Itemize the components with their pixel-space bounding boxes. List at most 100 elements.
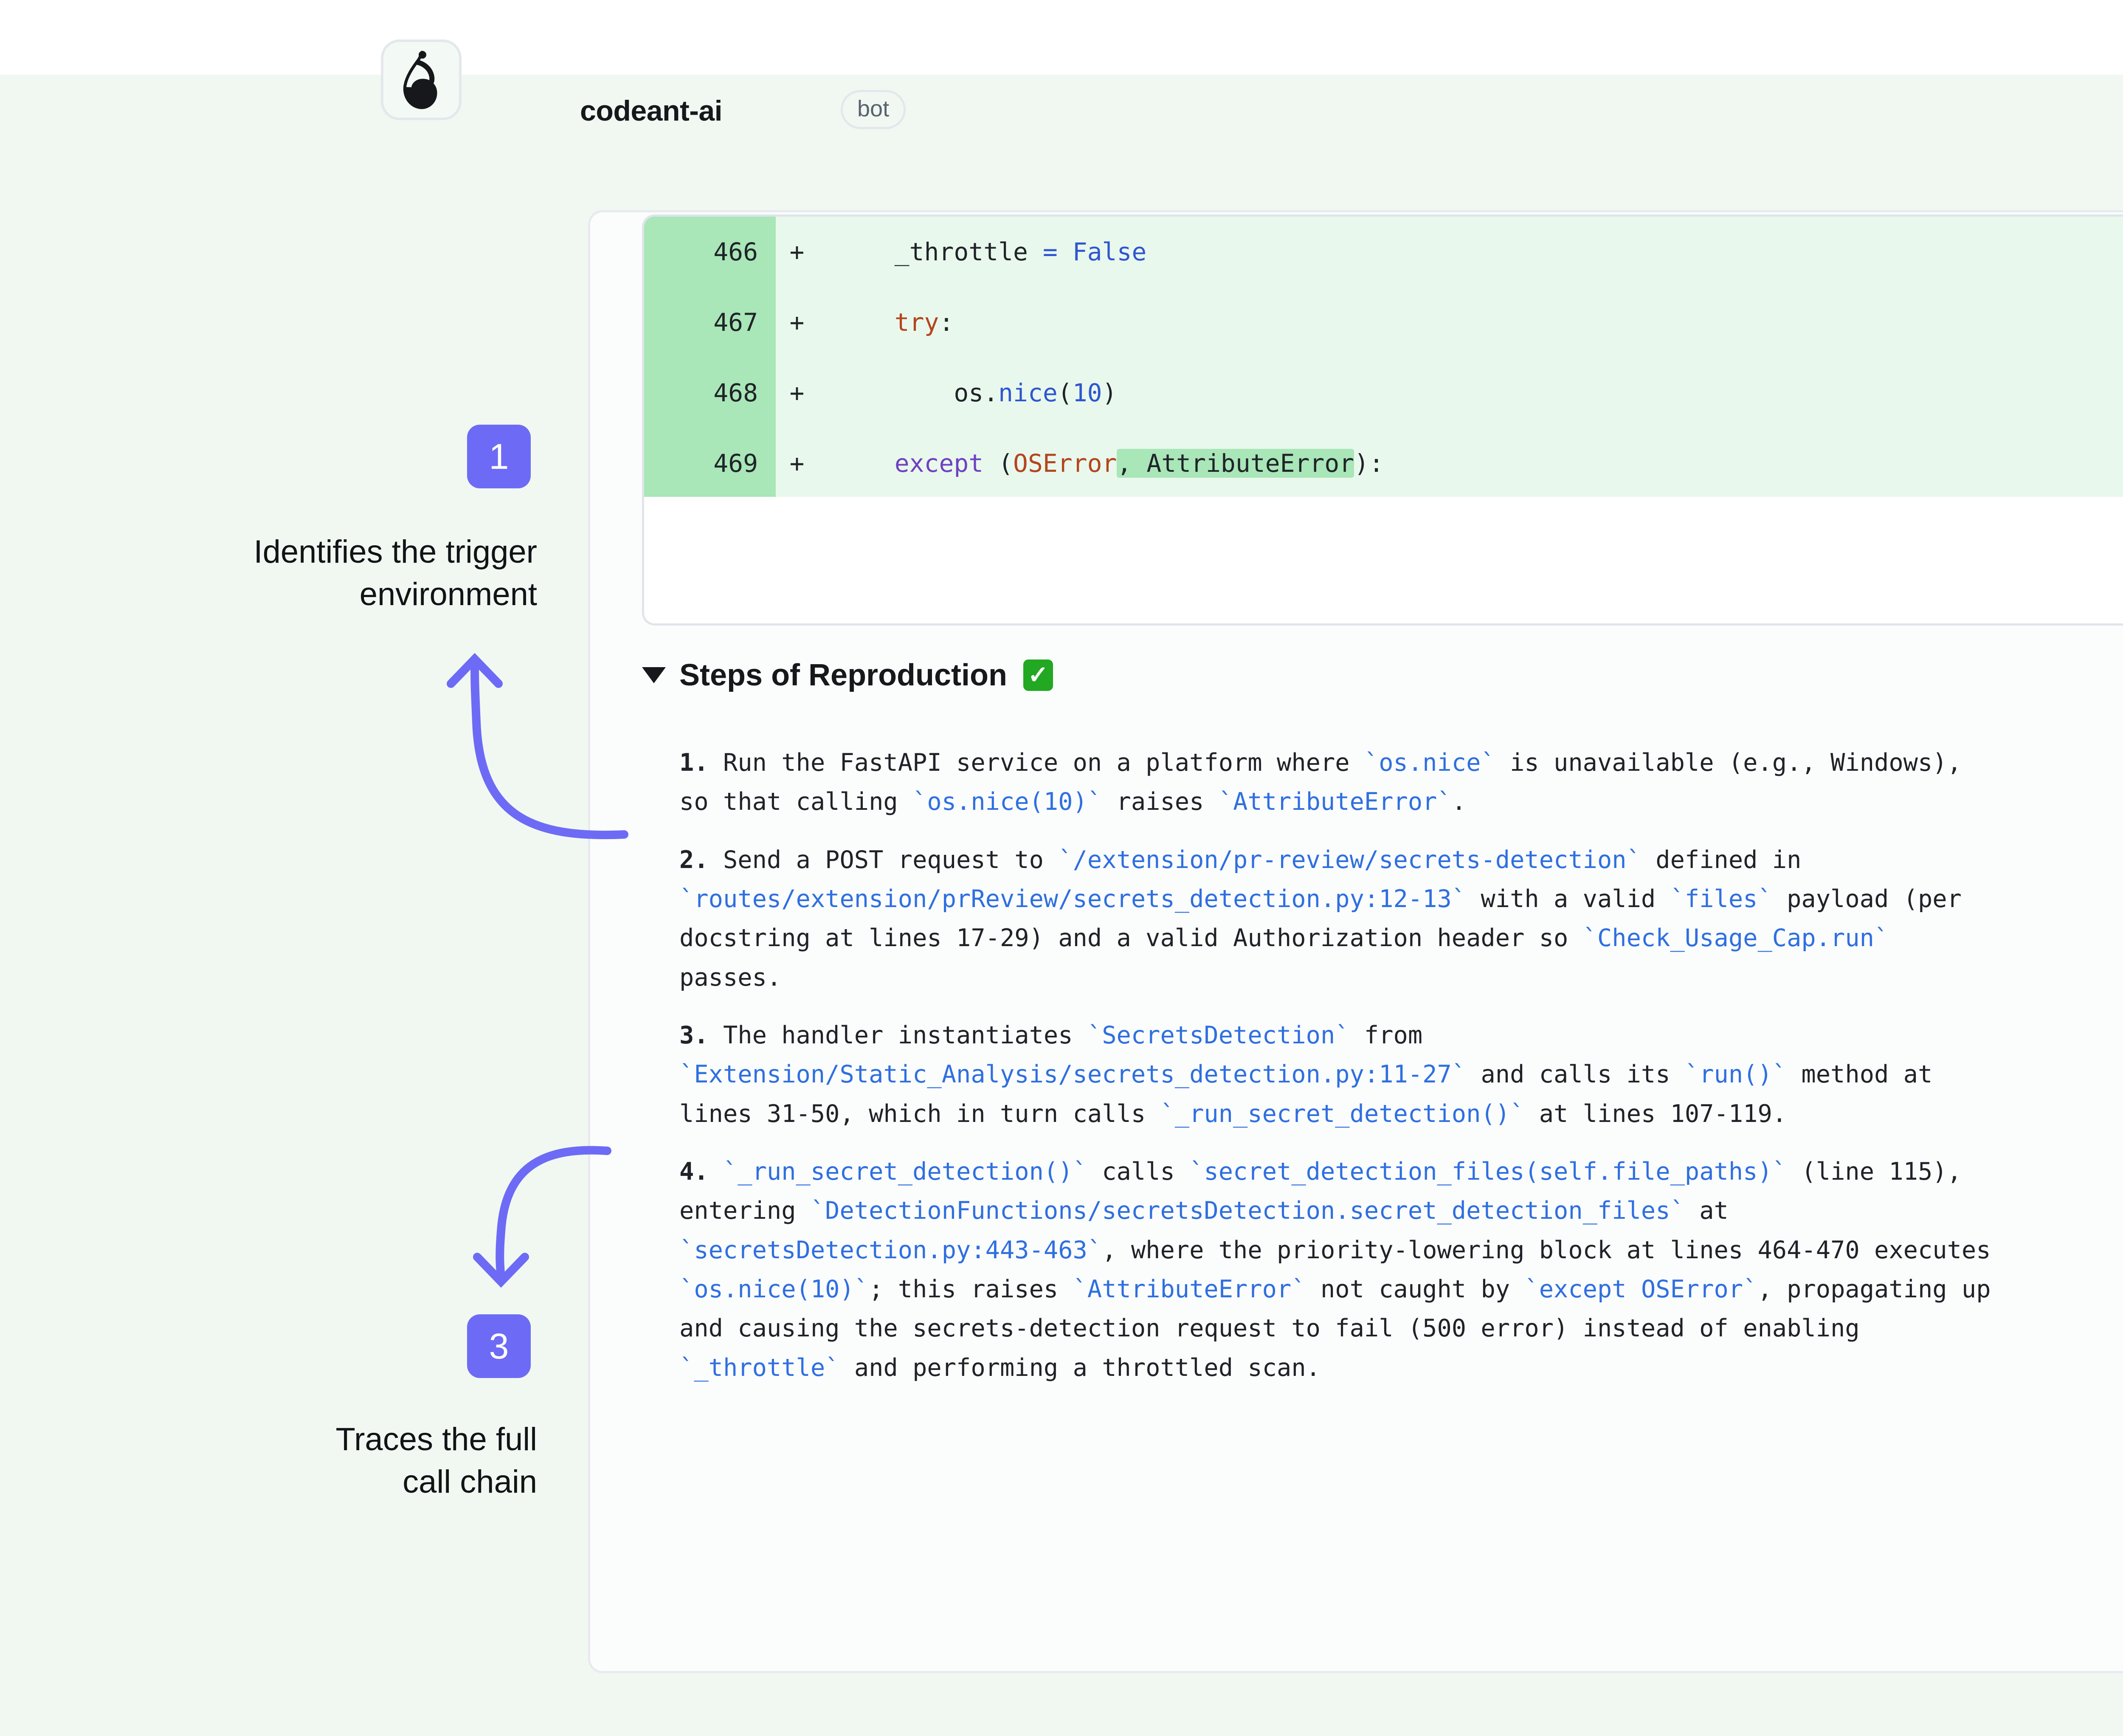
- code-token: , AttributeError: [1117, 449, 1354, 478]
- diff-line-sign: +: [789, 237, 805, 266]
- inline-code-ref: `_run_secret_detection()`: [1160, 1099, 1525, 1128]
- code-token: OSError: [1013, 449, 1117, 478]
- step-text: passes.: [679, 963, 782, 992]
- step-text: entering: [679, 1197, 811, 1225]
- white-check-mark-emoji: ✓: [1023, 659, 1053, 691]
- inline-code-ref: `Check_Usage_Cap.run`: [1582, 924, 1889, 953]
- inline-code-ref: `secret_detection_files(self.file_paths)…: [1189, 1157, 1787, 1186]
- step-text: from: [1349, 1021, 1423, 1049]
- annotation-badge-1: 1: [467, 425, 531, 488]
- diff-line-code: os.nice(10): [818, 358, 2123, 428]
- step-item: 1. Run the FastAPI service on a platform…: [679, 743, 2123, 822]
- inline-code-ref: `os.nice(10)`: [912, 788, 1102, 816]
- steps-heading-label: Steps of Reproduction: [679, 658, 1007, 692]
- codeant-logo-icon: [396, 48, 447, 112]
- diff-line: 468 + os.nice(10): [644, 358, 2123, 428]
- inline-code-ref: `AttributeError`: [1218, 788, 1452, 816]
- step-text: , where the priority-lowering block at l…: [1102, 1236, 1991, 1264]
- code-token: [835, 308, 895, 337]
- step-text: [709, 1158, 723, 1186]
- step-text: lines 31-50, which in turn calls: [679, 1099, 1160, 1128]
- diff-line: 469 + except (OSError, AttributeError):: [644, 428, 2123, 499]
- code-token: =: [1042, 237, 1073, 266]
- code-token: os.: [835, 378, 999, 407]
- inline-code-ref: `DetectionFunctions/secretsDetection.sec…: [810, 1197, 1685, 1225]
- diff-line-sign: +: [789, 378, 805, 407]
- inline-code-ref: `routes/extension/prReview/secrets_detec…: [679, 885, 1467, 913]
- step-text: at lines 107-119.: [1524, 1099, 1787, 1128]
- step-text: ; this raises: [869, 1275, 1073, 1303]
- diff-line: 466 + _throttle = False: [644, 217, 2123, 287]
- diff-line-code: try:: [818, 287, 2123, 358]
- step-text: , propagating up: [1757, 1275, 1991, 1303]
- step-text: so that calling: [679, 788, 913, 816]
- code-token: _throttle: [835, 237, 1043, 266]
- diff-line-sign: +: [789, 449, 805, 478]
- diff-line-number: 469: [644, 428, 776, 499]
- step-text: not caught by: [1306, 1275, 1525, 1303]
- diff-line-number: 467: [644, 287, 776, 358]
- steps-of-reproduction-header[interactable]: Steps of Reproduction ✓: [642, 658, 1053, 693]
- inline-code-ref: `run()`: [1684, 1060, 1787, 1089]
- diff-line-number: 468: [644, 358, 776, 428]
- suggestion-block: 466 + _throttle = False 467 + try: 468 + os.n…: [642, 214, 2123, 626]
- code-token: (: [983, 449, 1014, 478]
- step-text: Send a POST request to: [708, 845, 1059, 874]
- step-text: is unavailable (e.g., Windows),: [1495, 749, 1962, 777]
- step-text: (line 115),: [1787, 1157, 1962, 1186]
- step-text: method at: [1787, 1060, 1933, 1089]
- step-number: 2.: [679, 845, 709, 874]
- step-text: payload (per: [1772, 885, 1962, 913]
- step-text: and performing a throttled scan.: [839, 1353, 1321, 1382]
- annotation-badge-3: 3: [467, 1314, 531, 1378]
- steps-list: 1. Run the FastAPI service on a platform…: [679, 743, 2123, 1406]
- arrow-1-head: [447, 653, 503, 688]
- step-text: and causing the secrets-detection reques…: [679, 1314, 1860, 1343]
- step-text: calls: [1087, 1157, 1190, 1186]
- step-item: 4. `_run_secret_detection()` calls `secr…: [679, 1152, 2123, 1387]
- triangle-down-icon[interactable]: [642, 667, 666, 683]
- step-text: The handler instantiates: [708, 1021, 1087, 1049]
- diff-line-number: 466: [644, 217, 776, 287]
- code-token: ): [1102, 378, 1117, 407]
- step-text: raises: [1102, 788, 1219, 816]
- diff-line: 467 + try:: [644, 287, 2123, 358]
- diff-line-sign: +: [789, 308, 805, 337]
- inline-code-ref: `os.nice`: [1364, 749, 1495, 777]
- inline-code-ref: `_throttle`: [679, 1353, 840, 1382]
- inline-code-ref: `os.nice(10)`: [679, 1275, 869, 1303]
- step-number: 4.: [679, 1157, 709, 1186]
- author-name[interactable]: codeant-ai: [580, 95, 723, 127]
- step-item: 3. The handler instantiates `SecretsDete…: [679, 1016, 2123, 1133]
- code-token: nice: [998, 378, 1058, 407]
- avatar[interactable]: [381, 39, 462, 120]
- code-token: 10: [1072, 378, 1102, 407]
- step-item: 2. Send a POST request to `/extension/pr…: [679, 840, 2123, 997]
- inline-code-ref: `/extension/pr-review/secrets-detection`: [1058, 845, 1641, 874]
- inline-code-ref: `secretsDetection.py:443-463`: [679, 1236, 1102, 1264]
- annotation-caption-3: Traces the full call chain: [335, 1421, 537, 1500]
- inline-code-ref: `Extension/Static_Analysis/secrets_detec…: [679, 1060, 1467, 1089]
- step-text: defined in: [1641, 845, 1802, 874]
- diff-line-code: _throttle = False: [818, 217, 2123, 287]
- code-token: try: [894, 308, 939, 337]
- step-text: Run the FastAPI service on a platform wh…: [708, 749, 1364, 777]
- code-token: (: [1057, 378, 1073, 407]
- code-token: False: [1072, 237, 1147, 266]
- commit-bar: Commit suggestion: [644, 497, 2123, 623]
- step-text: docstring at lines 17-29) and a valid Au…: [679, 924, 1583, 953]
- arrow-3-head: [473, 1253, 529, 1288]
- inline-code-ref: `except OSError`: [1524, 1275, 1758, 1303]
- diff-line-code: except (OSError, AttributeError):: [818, 428, 2123, 499]
- step-text: at: [1684, 1197, 1729, 1225]
- inline-code-ref: `SecretsDetection`: [1087, 1021, 1350, 1049]
- annotation-caption-1: Identifies the trigger environment: [253, 534, 538, 613]
- diff-table: 466 + _throttle = False 467 + try: 468 + os.n…: [644, 217, 2123, 499]
- inline-code-ref: `AttributeError`: [1073, 1275, 1306, 1303]
- code-token: :: [939, 308, 954, 337]
- inline-code-ref: `files`: [1670, 885, 1772, 913]
- step-text: with a valid: [1466, 885, 1670, 913]
- step-number: 1.: [679, 749, 709, 777]
- step-number: 3.: [679, 1021, 709, 1049]
- inline-code-ref: `_run_secret_detection()`: [723, 1157, 1087, 1186]
